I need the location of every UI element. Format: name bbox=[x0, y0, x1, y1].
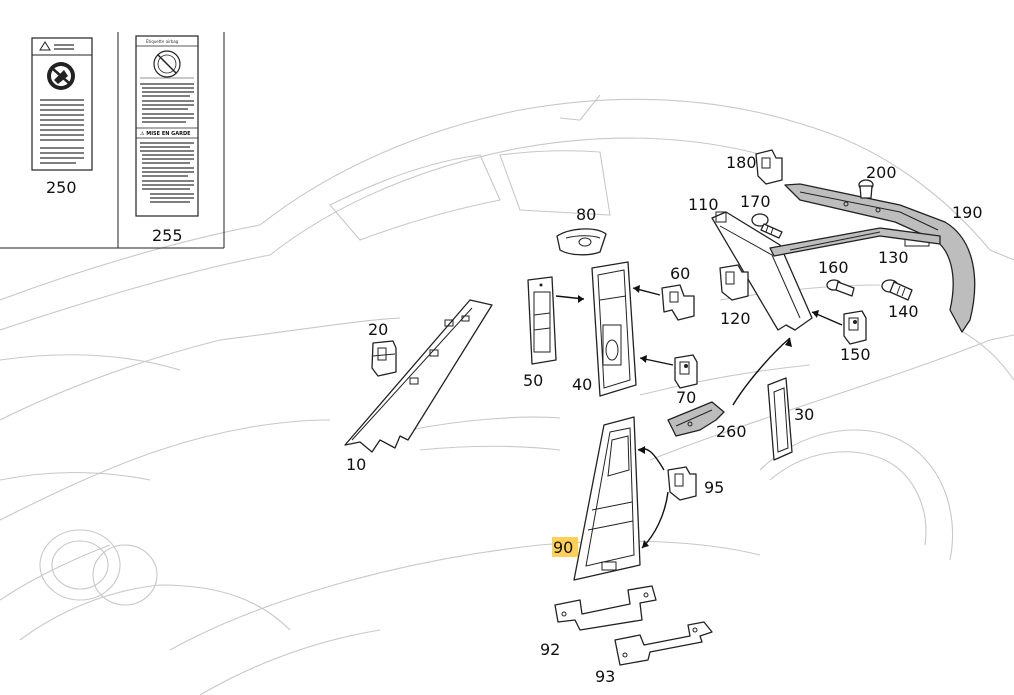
part-93-bracket[interactable] bbox=[614, 621, 713, 666]
label-50: 50 bbox=[523, 371, 543, 390]
part-70-clip[interactable] bbox=[674, 354, 698, 389]
label-93: 93 bbox=[595, 667, 615, 686]
sticker-250 bbox=[31, 37, 93, 171]
part-10-a-pillar-trim[interactable] bbox=[344, 299, 493, 453]
part-20-clip[interactable] bbox=[371, 340, 397, 377]
part-50-panel[interactable] bbox=[527, 276, 557, 365]
label-170: 170 bbox=[740, 192, 771, 211]
arrowhead-95-a bbox=[638, 446, 645, 454]
label-250: 250 bbox=[46, 178, 77, 197]
part-92-bracket[interactable] bbox=[554, 585, 657, 631]
car-body-outline bbox=[0, 94, 1014, 695]
arrowhead-130 bbox=[812, 310, 819, 318]
arrow-95-to-90-lower bbox=[641, 491, 669, 549]
label-40: 40 bbox=[572, 375, 592, 394]
label-255: 255 bbox=[152, 226, 183, 245]
sticker-255-text-lines bbox=[140, 83, 194, 123]
part-120-clip[interactable] bbox=[719, 264, 749, 301]
part-80-cap[interactable] bbox=[556, 228, 607, 256]
label-160: 160 bbox=[818, 258, 849, 277]
part-60-clip[interactable] bbox=[661, 284, 695, 321]
label-260: 260 bbox=[716, 422, 747, 441]
part-140-cable-strip[interactable] bbox=[769, 227, 941, 257]
sticker-255-header: Étiquette airbag bbox=[146, 39, 179, 44]
label-30: 30 bbox=[794, 405, 814, 424]
label-150: 140 bbox=[888, 302, 919, 321]
label-190: 190 bbox=[952, 203, 983, 222]
part-170-screw[interactable] bbox=[751, 213, 783, 239]
arrowhead-70 bbox=[640, 355, 647, 363]
part-160-fastener[interactable] bbox=[826, 279, 855, 297]
label-200: 200 bbox=[866, 163, 897, 182]
label-60: 60 bbox=[670, 264, 690, 283]
part-130-clip[interactable] bbox=[843, 310, 867, 345]
sticker-255-section-title: ⚠ MISE EN GARDE bbox=[140, 131, 191, 137]
part-110-c-pillar-upper-trim[interactable] bbox=[711, 211, 813, 331]
label-80: 80 bbox=[576, 205, 596, 224]
label-70: 70 bbox=[676, 388, 696, 407]
label-130: 150 bbox=[840, 345, 871, 364]
arrowhead-50 bbox=[578, 295, 584, 303]
label-90[interactable]: 90 bbox=[553, 538, 573, 557]
arrow-260-to-110 bbox=[732, 337, 791, 406]
part-260-bracket[interactable] bbox=[667, 401, 725, 437]
label-110: 110 bbox=[688, 195, 719, 214]
sticker-255: Étiquette airbag ⚠ MISE EN GARDE bbox=[135, 35, 199, 217]
arrowhead-260 bbox=[785, 338, 792, 347]
label-20: 20 bbox=[368, 320, 388, 339]
label-92: 92 bbox=[540, 640, 560, 659]
label-140: 130 bbox=[878, 248, 909, 267]
part-150-fastener[interactable] bbox=[881, 279, 913, 301]
sticker-inset: 250 Étiquette airbag ⚠ M bbox=[0, 32, 225, 249]
label-95: 95 bbox=[704, 478, 724, 497]
sticker-255-text-lines-2 bbox=[140, 142, 194, 203]
part-90-b-pillar-lower-trim[interactable] bbox=[573, 416, 641, 581]
part-200-fastener[interactable] bbox=[858, 179, 874, 199]
sticker-250-text-lines bbox=[40, 99, 84, 164]
part-180-clip[interactable] bbox=[755, 149, 783, 185]
label-120: 120 bbox=[720, 309, 751, 328]
arrowhead-60 bbox=[633, 285, 640, 293]
arrowhead-95-b bbox=[642, 540, 649, 548]
label-180: 180 bbox=[726, 153, 757, 172]
highlight-90 bbox=[552, 537, 578, 557]
label-10: 10 bbox=[346, 455, 366, 474]
part-30-trim-strip[interactable] bbox=[767, 377, 793, 461]
part-40-b-pillar-upper-trim[interactable] bbox=[591, 261, 637, 397]
part-95-clip[interactable] bbox=[667, 466, 697, 501]
